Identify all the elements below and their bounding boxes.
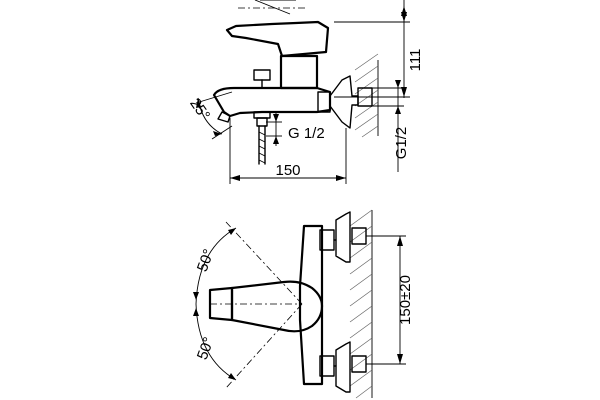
lever-angle-upper-label: 50°: [194, 247, 218, 274]
width-dimension: [229, 118, 347, 184]
lever-angle-lower-label: 50°: [194, 335, 218, 362]
upper-connector-nut: [351, 227, 367, 245]
lower-wall-flange: [335, 341, 351, 393]
outlet-thread-label: G 1/2: [288, 125, 325, 142]
aerator: [217, 111, 231, 123]
lever-handle-top: [230, 280, 324, 333]
cartridge-body: [279, 54, 319, 90]
lever-handle-side: [225, 20, 330, 58]
body-nut: [317, 91, 331, 113]
height-label: 111: [407, 49, 424, 72]
side-view: 111 G1/2 150 25° G 1/2: [186, 0, 424, 184]
top-wall-hatch: [349, 209, 373, 399]
mixer-body-top: [298, 224, 324, 386]
diverter-knob: [253, 69, 271, 81]
width-label: 150: [275, 162, 300, 179]
spout-angle-dimension: [195, 91, 233, 140]
lever-tip: [208, 286, 234, 322]
hose-outlet: [253, 111, 271, 165]
inlet-thread-dimension: [372, 80, 404, 172]
outlet-thread-leader: [266, 112, 282, 146]
spout-body: [212, 86, 332, 118]
side-wall-hatch: [354, 53, 379, 138]
centers-dimension: [366, 235, 406, 365]
inlet-thread-label: G1/2: [393, 127, 410, 160]
lower-connector-nut: [351, 355, 367, 373]
height-dimension: [334, 0, 410, 98]
centers-label: 150±20: [397, 275, 414, 325]
top-view: 50° 50° 150±20: [193, 209, 414, 399]
lever-swing-arcs: [193, 221, 303, 389]
wall-connector: [329, 75, 359, 129]
spout-angle-label: 25°: [186, 95, 213, 123]
upper-wall-flange: [335, 211, 351, 263]
